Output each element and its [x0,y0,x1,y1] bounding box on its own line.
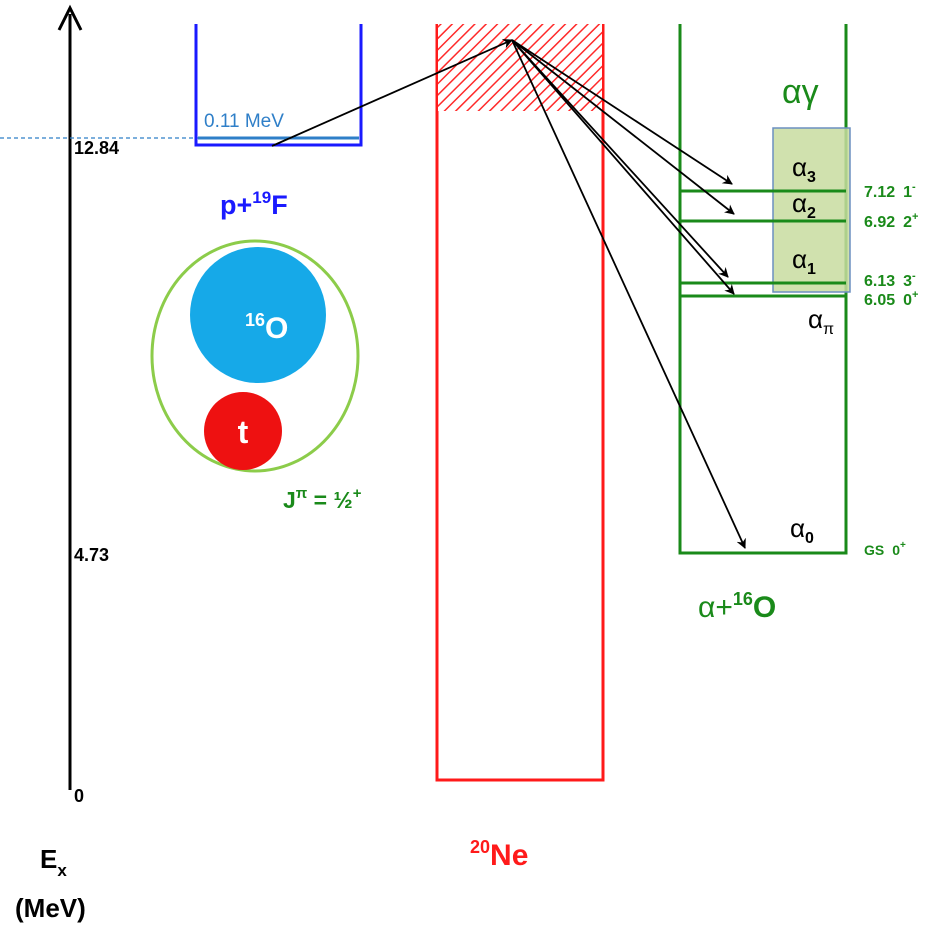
decay-arrow-alpha3 [511,39,733,185]
energy-axis: 12.84 4.73 0 Ex (MeV) [0,4,275,923]
entrance-arrow [271,39,513,147]
ne20-resonance-region [438,24,602,111]
axis-label-ex: Ex [40,844,67,880]
triton-label: t [238,414,249,450]
alpha-o16-label: α+16O [698,589,776,624]
p19f-label: p+19F [220,188,288,220]
resonance-width-label: 0.11 MeV [204,111,284,132]
o16-core-label: 16O [245,310,288,345]
channel-alpha1: α1 [792,244,816,278]
decay-arrow-alpha0 [511,39,746,549]
decay-arrow-alpha1 [511,39,729,278]
p19f-well: 0.11 MeV p+19F 16O t Jπ = ½+ [150,24,363,513]
spin-parity-label: Jπ = ½+ [283,485,362,513]
channel-alpha2: α2 [792,188,816,222]
channel-alpha3: α3 [792,152,816,186]
cluster-envelope [150,239,360,473]
alpha-gamma-label: αγ [782,73,819,111]
decay-arrow-alpha2 [511,39,735,215]
decay-arrow-alpha-pi [511,39,735,295]
ne20-label: 20Ne [470,837,528,872]
energy-axis-arrowhead [57,4,83,31]
triton-circle [204,392,282,470]
alpha-gamma-box [772,127,851,293]
o16-core-circle [190,247,326,383]
ne20-well-outline [435,24,605,782]
tick-label-0: 0 [74,786,84,806]
ne20-well: 20Ne [435,24,605,872]
tick-label-4.73: 4.73 [74,545,109,565]
axis-label-unit: (MeV) [15,893,86,923]
p19f-well-outline [194,24,363,147]
channel-alpha-pi: απ [808,304,834,338]
channel-alpha0: α0 [790,513,814,547]
tick-label-12.84: 12.84 [74,138,119,158]
reaction-arrows [271,39,746,549]
